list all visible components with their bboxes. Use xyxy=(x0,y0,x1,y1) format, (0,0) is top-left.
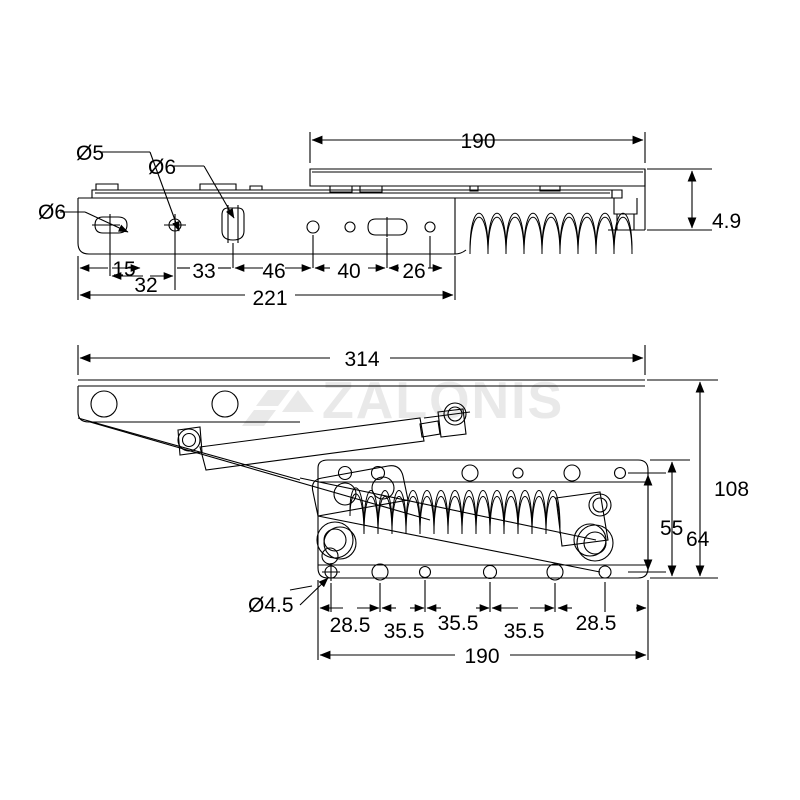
top-view-geometry xyxy=(77,168,646,255)
dim-label-64: 64 xyxy=(686,528,710,551)
dim-label-314: 314 xyxy=(344,348,379,371)
hole-vertical-slot xyxy=(221,205,245,243)
dim-label-28p5-left: 28.5 xyxy=(330,614,371,637)
dim-label-33: 33 xyxy=(192,260,215,283)
dim-label-190-top: 190 xyxy=(460,130,495,153)
dim-314 xyxy=(77,345,646,375)
dim-label-40: 40 xyxy=(337,260,360,283)
callout-dia4p5: Ø4.5 xyxy=(248,594,294,617)
dim-label-26: 26 xyxy=(402,260,425,283)
dim-label-35p5-b: 35.5 xyxy=(438,612,479,635)
dim-label-35p5-a: 35.5 xyxy=(384,620,425,643)
callout-dia5: Ø5 xyxy=(76,142,104,165)
dim-64 xyxy=(650,459,690,579)
dim-label-108: 108 xyxy=(714,478,749,501)
dim-label-35p5-c: 35.5 xyxy=(504,620,545,643)
pivot-bracket-left xyxy=(311,465,409,565)
bottom-view-geometry xyxy=(77,379,649,581)
dim-label-46: 46 xyxy=(262,260,285,283)
pivot-bracket-right xyxy=(555,491,614,562)
bottom-view-dimensions xyxy=(77,345,718,660)
leader-dia5 xyxy=(100,151,180,232)
callout-dia6-right: Ø6 xyxy=(148,156,176,179)
leader-dia4p5 xyxy=(289,577,329,606)
dim-label-15: 15 xyxy=(112,258,135,281)
dim-label-190-bottom: 190 xyxy=(464,645,499,668)
leader-dia6-right xyxy=(172,165,235,219)
watermark: ZALONIS xyxy=(242,372,564,430)
dim-55 xyxy=(628,472,666,573)
dim-4p9 xyxy=(647,168,712,231)
dim-label-28p5-right: 28.5 xyxy=(576,612,617,635)
dim-label-55: 55 xyxy=(660,517,683,540)
dim-190-top xyxy=(309,132,646,163)
callout-dia6-left: Ø6 xyxy=(38,201,66,224)
dim-label-32: 32 xyxy=(134,274,157,297)
gas-strut xyxy=(177,402,471,471)
dim-label-4p9: 4.9 xyxy=(712,210,741,233)
tension-spring xyxy=(349,487,561,535)
dim-label-221: 221 xyxy=(252,287,287,310)
watermark-text: ZALONIS xyxy=(322,372,564,430)
hole-cross-center xyxy=(164,214,186,236)
hole-slot-left xyxy=(92,214,128,236)
leader-dia6-left xyxy=(60,211,129,233)
top-view-dimensions xyxy=(60,132,712,300)
